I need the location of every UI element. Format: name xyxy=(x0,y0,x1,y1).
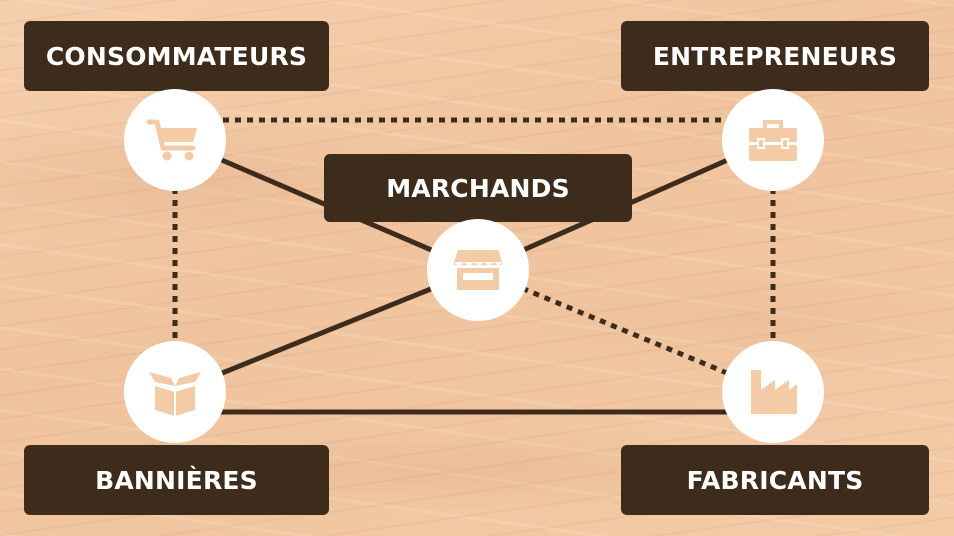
toolbox-icon xyxy=(749,120,797,161)
link-bannieres-marchands xyxy=(174,267,479,395)
marchands-label: MARCHANDS xyxy=(324,154,632,222)
factory-icon xyxy=(751,370,797,414)
consommateurs-node xyxy=(124,89,226,191)
marchands-node xyxy=(427,219,529,321)
consommateurs-label: CONSOMMATEURS xyxy=(24,21,329,91)
entrepreneurs-node xyxy=(722,89,824,191)
fabricants-node xyxy=(722,341,824,443)
bannieres-node xyxy=(124,341,226,443)
bannieres-label: BANNIÈRES xyxy=(24,445,329,515)
entrepreneurs-label: ENTREPRENEURS xyxy=(621,21,929,91)
fabricants-label: FABRICANTS xyxy=(621,445,929,515)
shopping-cart-icon xyxy=(146,119,197,161)
open-box-icon xyxy=(149,372,201,416)
storefront-icon xyxy=(454,250,502,290)
link-marchands-fabricants xyxy=(477,267,774,395)
